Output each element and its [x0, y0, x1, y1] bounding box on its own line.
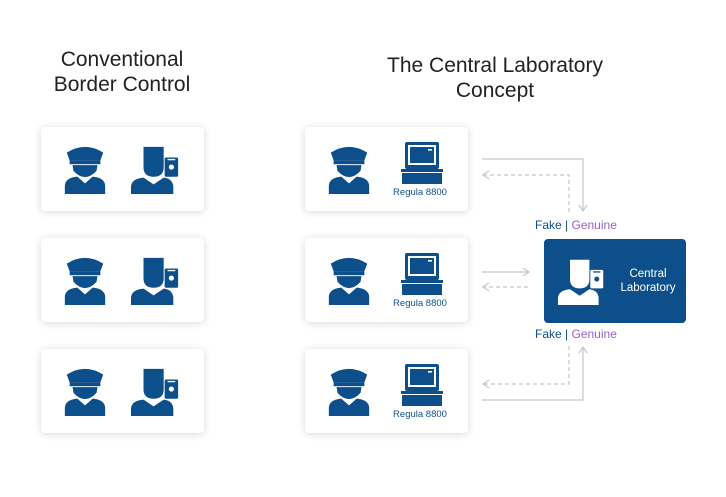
- arrow-bottom-return: [484, 346, 570, 385]
- lab-label-line-1: Central: [629, 268, 667, 280]
- verdict-genuine: Genuine: [571, 218, 617, 232]
- arrow-head-down: [578, 204, 588, 213]
- checkpoint-station-3: Regula 8800: [305, 349, 468, 433]
- arrow-head-up: [578, 345, 588, 354]
- verdict-label-top: Fake | Genuine: [535, 218, 617, 232]
- conventional-station-1: [41, 127, 204, 211]
- arrow-head-left: [481, 282, 490, 292]
- verdict-fake: Fake: [535, 218, 562, 232]
- arrow-bottom-out: [482, 348, 584, 401]
- arrow-head-left: [481, 379, 490, 389]
- arrow-head-right: [522, 267, 531, 277]
- device-label: Regula 8800: [393, 187, 447, 198]
- verdict-separator: |: [565, 327, 569, 341]
- left-title-line-2: Border Control: [53, 73, 191, 96]
- verdict-genuine: Genuine: [571, 327, 617, 341]
- central-laboratory-label: Central Laboratory: [616, 267, 680, 295]
- verdict-separator: |: [565, 218, 569, 232]
- right-title-line-2: Concept: [455, 79, 535, 102]
- device-label: Regula 8800: [393, 409, 447, 420]
- lab-label-line-2: Laboratory: [620, 282, 676, 294]
- device-label: Regula 8800: [393, 298, 447, 309]
- right-title: The Central Laboratory Concept: [360, 53, 630, 103]
- central-laboratory-box: Central Laboratory: [544, 239, 686, 323]
- right-title-line-1: The Central Laboratory: [387, 54, 603, 77]
- verdict-fake: Fake: [535, 327, 562, 341]
- checkpoint-station-1: Regula 8800: [305, 127, 468, 211]
- laboratory-expert-icon: [558, 259, 604, 305]
- conventional-station-2: [41, 238, 204, 322]
- arrow-top-return: [484, 174, 570, 212]
- checkpoint-station-2: Regula 8800: [305, 238, 468, 322]
- arrow-head-left: [481, 170, 490, 180]
- arrow-top-out: [482, 158, 584, 210]
- conventional-station-3: [41, 349, 204, 433]
- verdict-label-bottom: Fake | Genuine: [535, 327, 617, 341]
- left-title-line-1: Conventional: [60, 48, 184, 71]
- left-title: Conventional Border Control: [22, 47, 222, 97]
